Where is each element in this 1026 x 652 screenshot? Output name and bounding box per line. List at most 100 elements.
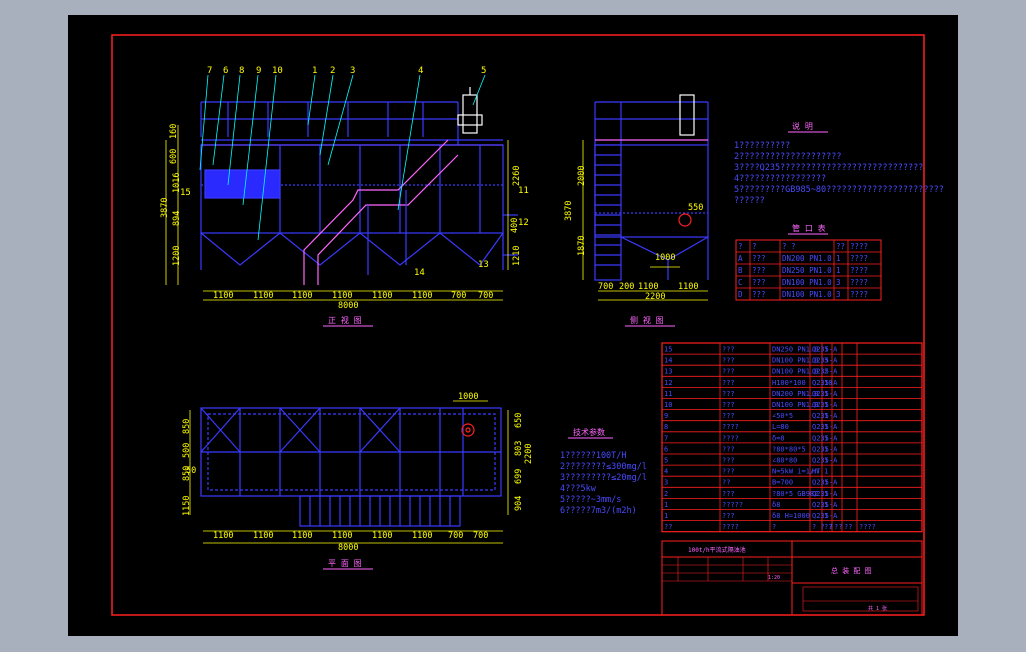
side-bottom-dim-1: 700 xyxy=(598,282,613,292)
parts-cell: ?? xyxy=(664,523,672,531)
front-bottom-dim-6: 1100 xyxy=(412,291,432,301)
parts-cell: 14 xyxy=(664,357,672,365)
front-bottom-dim-7: 700 xyxy=(451,291,466,301)
item-2: 2 xyxy=(330,66,335,76)
item-7: 7 xyxy=(207,66,212,76)
parts-cell: 10 xyxy=(664,401,672,409)
plan-dim-803: 803 xyxy=(514,441,524,456)
parts-cell: ???? xyxy=(722,434,739,442)
parts-cell: 1 xyxy=(824,490,828,498)
front-view xyxy=(200,87,518,285)
plan-view xyxy=(200,407,502,527)
plan-bottom-dim-8: 700 xyxy=(473,531,488,541)
parts-cell: 5 xyxy=(664,457,668,465)
parts-cell: 11 xyxy=(664,390,672,398)
parts-cell: ?? xyxy=(834,523,842,531)
dim-1016: 1016 xyxy=(172,173,182,193)
nozzle-cell: ? xyxy=(738,242,743,251)
front-dim-text: 160 600 1016 894 1200 3870 2260 400 1210… xyxy=(160,124,522,311)
parts-cell: DN100 PN1.0 xyxy=(772,368,818,376)
parts-cell: 8 xyxy=(664,423,668,431)
item-6: 6 xyxy=(223,66,228,76)
plan-bottom-dim-1: 1100 xyxy=(213,531,233,541)
drawing-border xyxy=(111,34,925,616)
item-13: 13 xyxy=(478,260,489,270)
spec-line-1: 1??????100T/H xyxy=(560,451,627,461)
note-line-6: ?????? xyxy=(734,196,765,206)
parts-cell: Q235-A xyxy=(812,346,838,354)
item-12: 12 xyxy=(518,218,529,228)
nozzle-cell: DN200 PN1.0 xyxy=(782,254,832,263)
nozzle-cell: 1 xyxy=(836,254,841,263)
nozzle-cell: ???? xyxy=(850,266,868,275)
parts-cell: ∠50*5 xyxy=(772,412,793,420)
dim-1200: 1200 xyxy=(172,246,182,266)
title-block-project: 100t/h平流式隔油池 xyxy=(688,546,746,554)
parts-cell: ???? xyxy=(722,523,739,531)
parts-cell: 15 xyxy=(664,346,672,354)
plan-bottom-dim-3: 1100 xyxy=(292,531,312,541)
front-total-width: 8000 xyxy=(338,301,358,311)
parts-cell: ??? xyxy=(722,390,735,398)
side-dim-text: 2000 3870 1870 550 1000 700 200 1100 110… xyxy=(564,166,703,302)
parts-cell: ??? xyxy=(722,457,735,465)
parts-cell: 2 xyxy=(824,368,828,376)
parts-cell: ??? xyxy=(722,412,735,420)
plan-dim-699: 699 xyxy=(514,469,524,484)
nozzle-cell: ???? xyxy=(850,254,868,263)
parts-cell: 1 xyxy=(824,501,828,509)
plan-dims xyxy=(189,400,509,544)
item-15: 15 xyxy=(180,188,191,198)
side-view-title: 侧 视 图 xyxy=(630,315,664,325)
front-bottom-dim-4: 1100 xyxy=(332,291,352,301)
parts-cell: 1 xyxy=(664,512,668,520)
parts-cell: ????? xyxy=(722,501,743,509)
side-view xyxy=(594,94,709,281)
parts-cell: Q235-A xyxy=(812,357,838,365)
parts-cell: ??? xyxy=(722,445,735,453)
side-bottom-dim-4: 1100 xyxy=(678,282,698,292)
nozzle-cell: ? ? xyxy=(782,242,796,251)
parts-cell: ??? xyxy=(722,512,735,520)
title-block-drawing-name: 总 装 配 图 xyxy=(831,566,872,575)
drawing-canvas: 7 6 8 9 10 1 2 3 4 5 11 12 13 14 15 160 … xyxy=(68,15,958,636)
front-view-title: 正 视 图 xyxy=(328,315,362,325)
parts-cell: 1 xyxy=(824,479,828,487)
side-bottom-dim-3: 1100 xyxy=(638,282,658,292)
parts-cell: ??? xyxy=(722,357,735,365)
parts-cell: DN100 PN1.0 xyxy=(772,401,818,409)
front-bottom-dim-1: 1100 xyxy=(213,291,233,301)
parts-cell: δ=8 xyxy=(772,434,785,442)
front-bottom-dim-2: 1100 xyxy=(253,291,273,301)
spec-line-6: 6?????7m3/(m2h) xyxy=(560,506,637,516)
parts-cell: Q235-A xyxy=(812,479,838,487)
nozzle-table-title: 管 口 表 xyxy=(792,223,826,233)
parts-cell: ??? xyxy=(722,368,735,376)
parts-cell: ?? xyxy=(824,523,832,531)
parts-cell: ??? xyxy=(722,468,735,476)
plan-dim-850a: 850 xyxy=(182,419,192,434)
dim-400: 400 xyxy=(510,218,520,233)
parts-cell: N=5kW i=1/n xyxy=(772,468,818,476)
front-bottom-dim-5: 1100 xyxy=(372,291,392,301)
dim-894: 894 xyxy=(172,211,182,226)
nozzle-cell: ??? xyxy=(752,278,766,287)
dim-160: 160 xyxy=(169,124,179,139)
parts-cell: 13 xyxy=(664,368,672,376)
side-dim-1000: 1000 xyxy=(655,253,675,263)
item-1: 1 xyxy=(312,66,317,76)
parts-cell: ?80*5 GB982 xyxy=(772,490,818,498)
parts-cell: Q235-A xyxy=(812,390,838,398)
side-total-width: 2200 xyxy=(645,292,665,302)
side-bottom-dim-2: 200 xyxy=(619,282,634,292)
plan-label-50: 50 xyxy=(186,466,196,476)
item-5: 5 xyxy=(481,66,486,76)
parts-cell: DN250 PN1.0 xyxy=(772,346,818,354)
side-dim-3870: 3870 xyxy=(564,201,574,221)
parts-cell: ? ? ? xyxy=(812,523,833,531)
parts-cell: δ8 H=1000 xyxy=(772,512,810,520)
parts-cell: Q235-A xyxy=(812,401,838,409)
plan-dim-2200: 2200 xyxy=(524,444,534,464)
specs-title: 技术参数 xyxy=(573,427,605,437)
dim-600: 600 xyxy=(169,149,179,164)
